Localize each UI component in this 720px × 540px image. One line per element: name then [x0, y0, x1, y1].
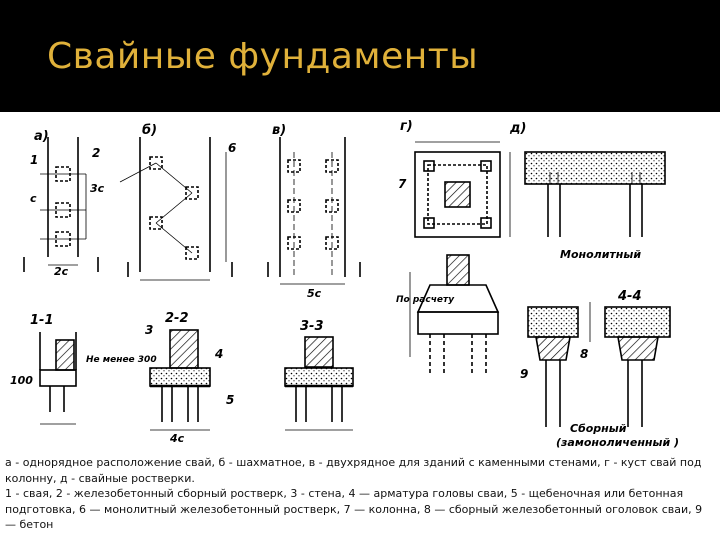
dim-by-calc: По расчету: [396, 295, 455, 305]
column-cap: [409, 254, 500, 374]
caption-line-1: а - однорядное расположение свай, б - ша…: [5, 456, 702, 485]
num-9: 9: [520, 367, 528, 381]
num-4: 4: [214, 347, 223, 361]
num-3: 3: [145, 323, 153, 337]
panel-label-d: д): [509, 121, 526, 136]
scheme-v: [267, 137, 361, 285]
prefab-grillage: [527, 302, 671, 427]
scheme-a: [23, 137, 99, 272]
section-label-3-3: 3-3: [300, 319, 324, 334]
num-2: 2: [92, 146, 100, 160]
dim-100: 100: [10, 374, 33, 387]
panel-label-b: б): [142, 123, 157, 138]
caption-line-2: 1 - свая, 2 - железобетонный сборный рос…: [5, 487, 703, 531]
slide-title: Свайные фундаменты: [47, 36, 479, 77]
scheme-g: [414, 141, 511, 238]
panel-label-v: в): [272, 123, 286, 138]
panel-label-a: а): [34, 129, 49, 144]
dim-c: c: [30, 192, 37, 205]
section-label-2-2: 2-2: [165, 311, 189, 326]
prefab-label-sub: (замоноличенный ): [556, 436, 679, 449]
section-3-3: [284, 336, 354, 431]
figure-caption: а - однорядное расположение свай, б - ша…: [5, 455, 711, 533]
num-5: 5: [226, 393, 234, 407]
section-label-4-4: 4-4: [617, 289, 642, 304]
section-2-2: [149, 329, 211, 431]
panel-label-g: г): [400, 119, 413, 134]
num-6: 6: [228, 141, 236, 155]
scheme-d: [524, 151, 666, 237]
section-1-1: [39, 332, 77, 425]
section-label-1-1: 1-1: [30, 313, 54, 328]
num-8: 8: [580, 347, 588, 361]
dim-4c: 4c: [169, 432, 185, 445]
dim-3c: 3c: [90, 182, 105, 195]
num-7: 7: [398, 177, 407, 191]
dim-min-300: Не менее 300: [86, 355, 157, 365]
scheme-b: [119, 137, 233, 281]
slide-content: а) б) в) г) д) 1-1 2-2 3-3 4-4 c 2c 3c 4…: [0, 112, 720, 540]
dim-2c: 2c: [54, 265, 69, 278]
prefab-label: Сборный: [570, 422, 627, 435]
num-1: 1: [30, 153, 38, 167]
monolithic-label: Монолитный: [560, 248, 641, 261]
pile-foundation-drawing: а) б) в) г) д) 1-1 2-2 3-3 4-4 c 2c 3c 4…: [10, 119, 679, 449]
dim-5c: 5c: [307, 287, 322, 300]
